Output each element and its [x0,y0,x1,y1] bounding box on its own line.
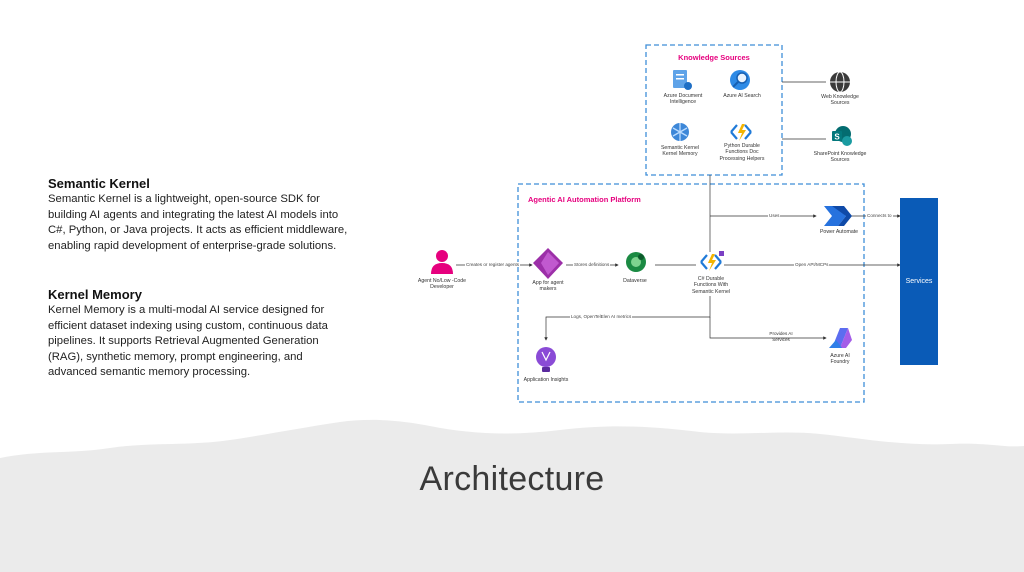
edge-label-provides: Provides AI Services [769,331,793,342]
platform-title: Agentic AI Automation Platform [528,195,641,204]
edge-label-creates: Creates or register agents [465,262,521,267]
document-intelligence-icon [673,70,692,90]
footer-title: Architecture [419,460,605,498]
edge-label-open-api: Open API/MCPs [794,262,830,267]
label-csharp-functions: C# Durable Functions With Semantic Kerne… [691,276,731,295]
edge-label-logs: Logs, OpenTelElen AI metrics [570,314,633,319]
edge-label-connects: Connects to [866,213,893,218]
csharp-functions-icon [700,251,724,271]
semantic-kernel-heading: Semantic Kernel [48,176,150,191]
edge-label-uses: Uses [768,213,781,218]
knowledge-sources-title: Knowledge Sources [678,53,750,62]
knowledge-sources-box [645,44,783,176]
svg-text:S: S [834,133,840,142]
ai-search-icon [730,70,750,90]
label-web-sources: Web Knowledge Sources [821,94,859,107]
semantic-kernel-description: Semantic Kernel is a lightweight, open-s… [48,193,348,252]
label-agent: Agent No/Low -Code Developer [417,278,467,291]
kernel-memory-icon [671,123,689,141]
dataverse-icon [626,252,646,272]
sharepoint-icon: S [832,126,852,146]
label-ai-search: Azure AI Search [723,93,761,99]
agent-person-icon [431,250,453,274]
kernel-memory-description: Kernel Memory is a multi-modal AI servic… [48,304,328,378]
platform-box [517,183,865,403]
label-dataverse: Dataverse [623,278,647,284]
power-automate-icon [824,206,852,226]
label-kernel-memory: Semantic Kernel Kernel Memory [660,145,700,158]
edge-provides [709,317,827,340]
application-insights-icon [536,347,556,372]
label-document-intelligence: Azure Document Intelligence [663,93,703,106]
label-ai-foundry: Azure AI Foundry [830,353,850,366]
label-app-makers: App for agent makers [532,280,564,293]
edge-label-stores: Stores definitions [573,262,611,267]
ai-foundry-icon [829,328,852,348]
services-bar: Services [900,198,938,365]
services-label: Services [905,278,933,285]
label-power-automate: Power Automate [819,229,859,235]
kernel-memory-heading: Kernel Memory [48,287,142,302]
footer-band [0,419,1024,572]
label-application-insights: Application Insights [523,377,569,383]
python-functions-icon [730,124,752,141]
architecture-diagram: S [431,44,901,403]
label-sharepoint-sources: SharePoint Knowledge Sources [813,151,867,164]
power-apps-icon [533,248,563,279]
web-globe-icon [830,71,850,93]
label-python-functions: Python Durable Functions Doc Processing … [719,143,765,162]
